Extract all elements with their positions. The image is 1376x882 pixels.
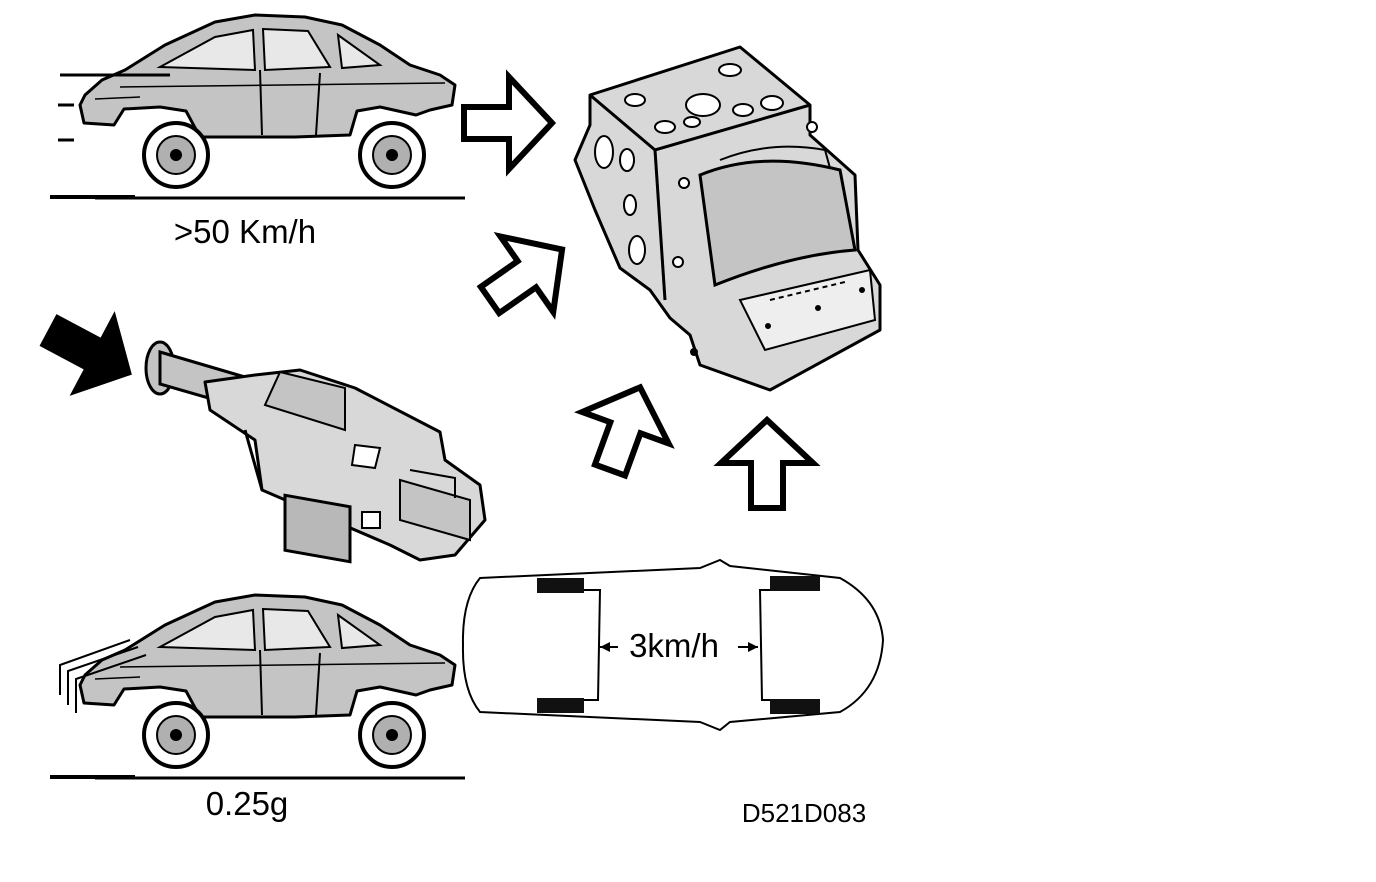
speed-signal-arrow-icon	[464, 77, 552, 169]
front-right-tire-icon	[537, 698, 584, 713]
deceleration-label: 0.25g	[206, 785, 289, 822]
brake-light-switch-icon	[144, 340, 487, 564]
wheel-speed-signal-arrow-icon	[567, 372, 684, 486]
wheel-speed-difference-label: 3km/h	[629, 627, 719, 664]
brake-switch-signal-arrow-icon	[464, 212, 589, 338]
speed-threshold-label: >50 Km/h	[174, 213, 316, 250]
front-left-tire-icon	[537, 578, 584, 593]
moving-car-icon	[48, 13, 467, 200]
top-view-car-icon	[461, 558, 885, 732]
braking-car-icon	[48, 593, 467, 780]
abs-hydraulic-unit-icon	[573, 45, 882, 392]
pedal-press-arrow-icon	[39, 311, 132, 396]
rear-right-tire-icon	[770, 699, 820, 714]
wheel-sensor-arrow-icon	[721, 420, 813, 508]
rear-left-tire-icon	[770, 576, 820, 591]
figure-code-label: D521D083	[742, 798, 866, 828]
